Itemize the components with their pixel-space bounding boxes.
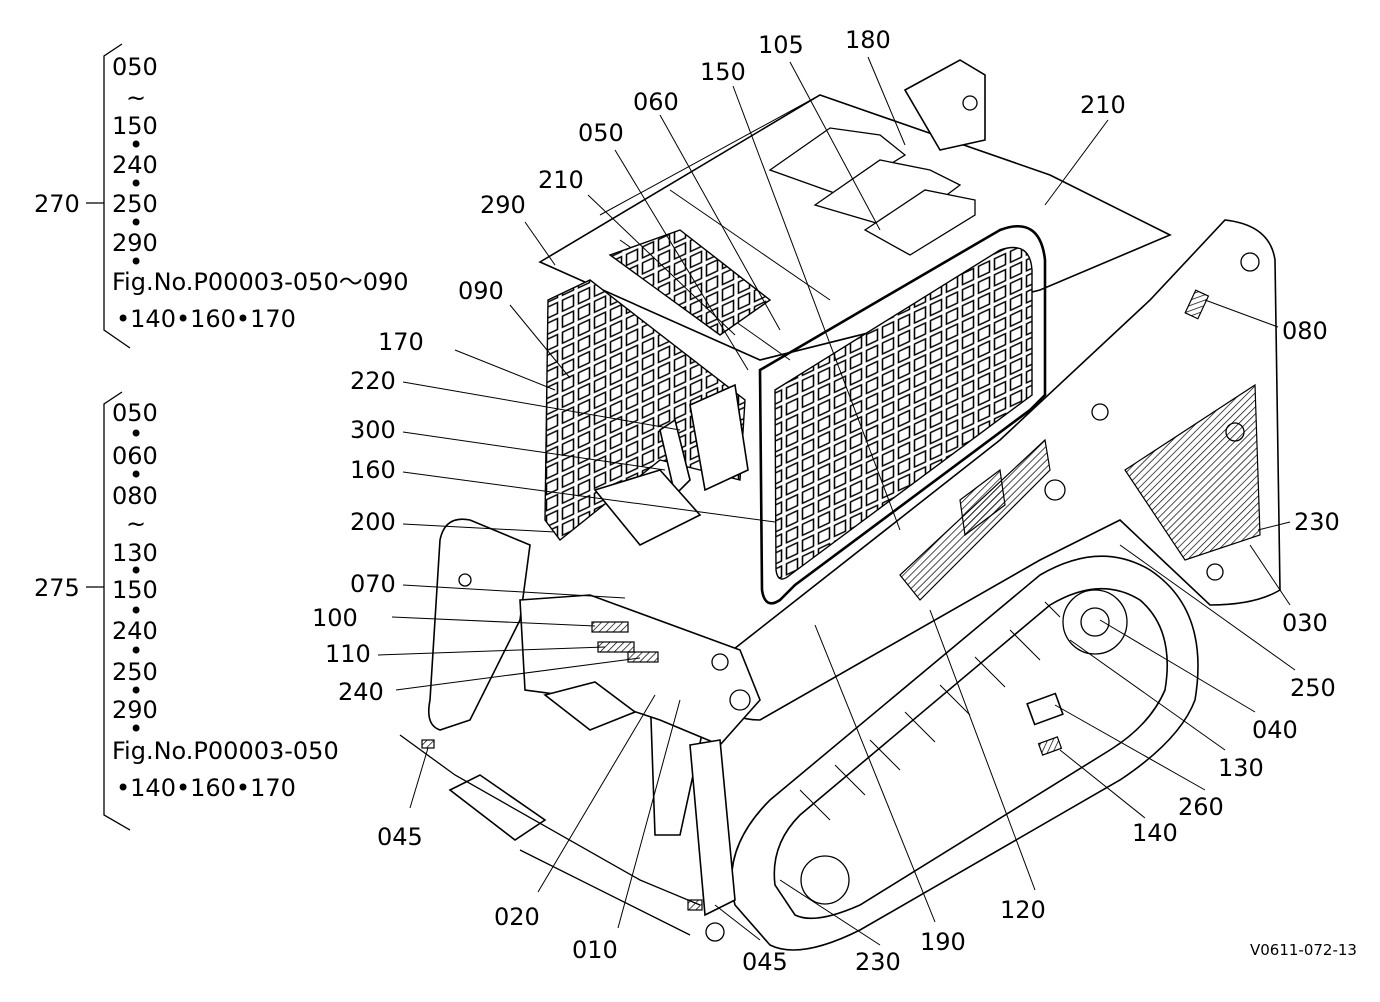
callout-label: 210 bbox=[1080, 91, 1126, 119]
callout-label: 060 bbox=[633, 88, 679, 116]
callout-label: 240 bbox=[338, 678, 384, 706]
step bbox=[543, 681, 637, 731]
group-275-item: 080 bbox=[112, 482, 158, 510]
callout-label: 230 bbox=[1294, 508, 1340, 536]
front-frame bbox=[519, 594, 761, 746]
group-275-fig-sub: •140•160•170 bbox=[116, 774, 296, 802]
group-275-number: 275 bbox=[34, 574, 80, 602]
group-275-item: • bbox=[129, 677, 143, 705]
decal-100 bbox=[591, 621, 629, 633]
callout-label: 030 bbox=[1282, 609, 1328, 637]
callout-label: 170 bbox=[378, 328, 424, 356]
callout-label: 140 bbox=[1132, 819, 1178, 847]
group-275-item: 060 bbox=[112, 442, 158, 470]
callout-label: 250 bbox=[1290, 674, 1336, 702]
group-275-item: • bbox=[129, 557, 143, 585]
decal-080 bbox=[1184, 289, 1210, 320]
group-270-item: 250 bbox=[112, 190, 158, 218]
leader-lines bbox=[377, 56, 1296, 946]
group-275-item: ~ bbox=[126, 510, 146, 538]
callout-label: 260 bbox=[1178, 793, 1224, 821]
group-275-item: 130 bbox=[112, 539, 158, 567]
callout-label: 220 bbox=[350, 367, 396, 395]
group-275-item: • bbox=[129, 715, 143, 743]
callout-label: 180 bbox=[845, 26, 891, 54]
callout-label: 010 bbox=[572, 936, 618, 964]
roof-window-3 bbox=[863, 189, 976, 256]
door-frame bbox=[758, 224, 1047, 605]
group-270-item: 240 bbox=[112, 151, 158, 179]
callout-label: 050 bbox=[578, 119, 624, 147]
callout-label: 150 bbox=[700, 58, 746, 86]
callout-label: 090 bbox=[458, 277, 504, 305]
callout-label: 210 bbox=[538, 166, 584, 194]
group-275-item: • bbox=[129, 461, 143, 489]
track-inner bbox=[773, 587, 1168, 920]
group-270-fig: Fig.No.P00003-050～090 bbox=[112, 268, 409, 296]
group-270-item: 050 bbox=[112, 53, 158, 81]
group-275-item: • bbox=[129, 420, 143, 448]
rear-upright bbox=[903, 59, 986, 151]
callout-label: 045 bbox=[377, 823, 423, 851]
roof-window-1 bbox=[768, 127, 907, 196]
machine-drawing bbox=[399, 59, 1281, 951]
group-270-item: • bbox=[129, 131, 143, 159]
group-275: 275 050 • 060 • 080 ~ 130 • 150 • 240 • … bbox=[34, 391, 339, 831]
callout-label: 130 bbox=[1218, 754, 1264, 782]
decal-140 bbox=[1037, 736, 1063, 756]
callout-label: 290 bbox=[480, 191, 526, 219]
callout-label: 120 bbox=[1000, 896, 1046, 924]
track-treads bbox=[799, 601, 1061, 821]
callout-label: 160 bbox=[350, 456, 396, 484]
side-screen bbox=[544, 279, 746, 541]
callout-label: 190 bbox=[920, 928, 966, 956]
group-270-item: • bbox=[129, 170, 143, 198]
roof-grille bbox=[608, 229, 772, 336]
group-270-item: 290 bbox=[112, 229, 158, 257]
decal-lower-arm bbox=[959, 468, 1006, 537]
group-270-item: ~ bbox=[126, 84, 146, 112]
group-270-item: • bbox=[129, 209, 143, 237]
track-cover-plate bbox=[1026, 692, 1064, 726]
callout-label: 045 bbox=[742, 948, 788, 976]
callout-label: 300 bbox=[350, 416, 396, 444]
callout-label: 100 bbox=[312, 604, 358, 632]
group-270-item: • bbox=[129, 248, 143, 276]
left-lift-arm bbox=[427, 518, 531, 731]
group-275-item: 150 bbox=[112, 576, 158, 604]
side-panel-lower bbox=[689, 739, 736, 917]
callout-label: 080 bbox=[1282, 317, 1328, 345]
drawing-code: V0611-072-13 bbox=[1250, 941, 1357, 959]
group-275-item: 290 bbox=[112, 696, 158, 724]
group-275-item: 250 bbox=[112, 658, 158, 686]
group-270: 270 050 ~ 150 • 240 • 250 • 290 • Fig.No… bbox=[34, 43, 409, 349]
callout-label: 105 bbox=[758, 31, 804, 59]
decal-030 bbox=[1124, 383, 1261, 561]
decal-045-upper bbox=[421, 739, 435, 749]
decal-045-lower bbox=[687, 899, 703, 911]
callout-label: 110 bbox=[325, 640, 371, 668]
group-275-item: • bbox=[129, 597, 143, 625]
decal-240 bbox=[627, 651, 659, 663]
callout-label: 230 bbox=[855, 948, 901, 976]
joystick bbox=[659, 418, 691, 497]
callout-label: 200 bbox=[350, 508, 396, 536]
group-275-item: 050 bbox=[112, 399, 158, 427]
callout-labels: 180 105 150 060 050 210 290 210 090 080 … bbox=[312, 26, 1340, 976]
seat-back bbox=[689, 383, 749, 492]
callout-label: 070 bbox=[350, 570, 396, 598]
armrest bbox=[593, 469, 702, 547]
group-270-number: 270 bbox=[34, 190, 80, 218]
door-screen bbox=[774, 246, 1033, 580]
group-270-fig-sub: •140•160•170 bbox=[116, 305, 296, 333]
front-step bbox=[448, 774, 547, 841]
callout-label: 040 bbox=[1252, 716, 1298, 744]
callout-label: 020 bbox=[494, 903, 540, 931]
group-275-item: • bbox=[129, 637, 143, 665]
group-275-fig: Fig.No.P00003-050 bbox=[112, 737, 339, 765]
group-275-item: 240 bbox=[112, 617, 158, 645]
group-270-item: 150 bbox=[112, 112, 158, 140]
